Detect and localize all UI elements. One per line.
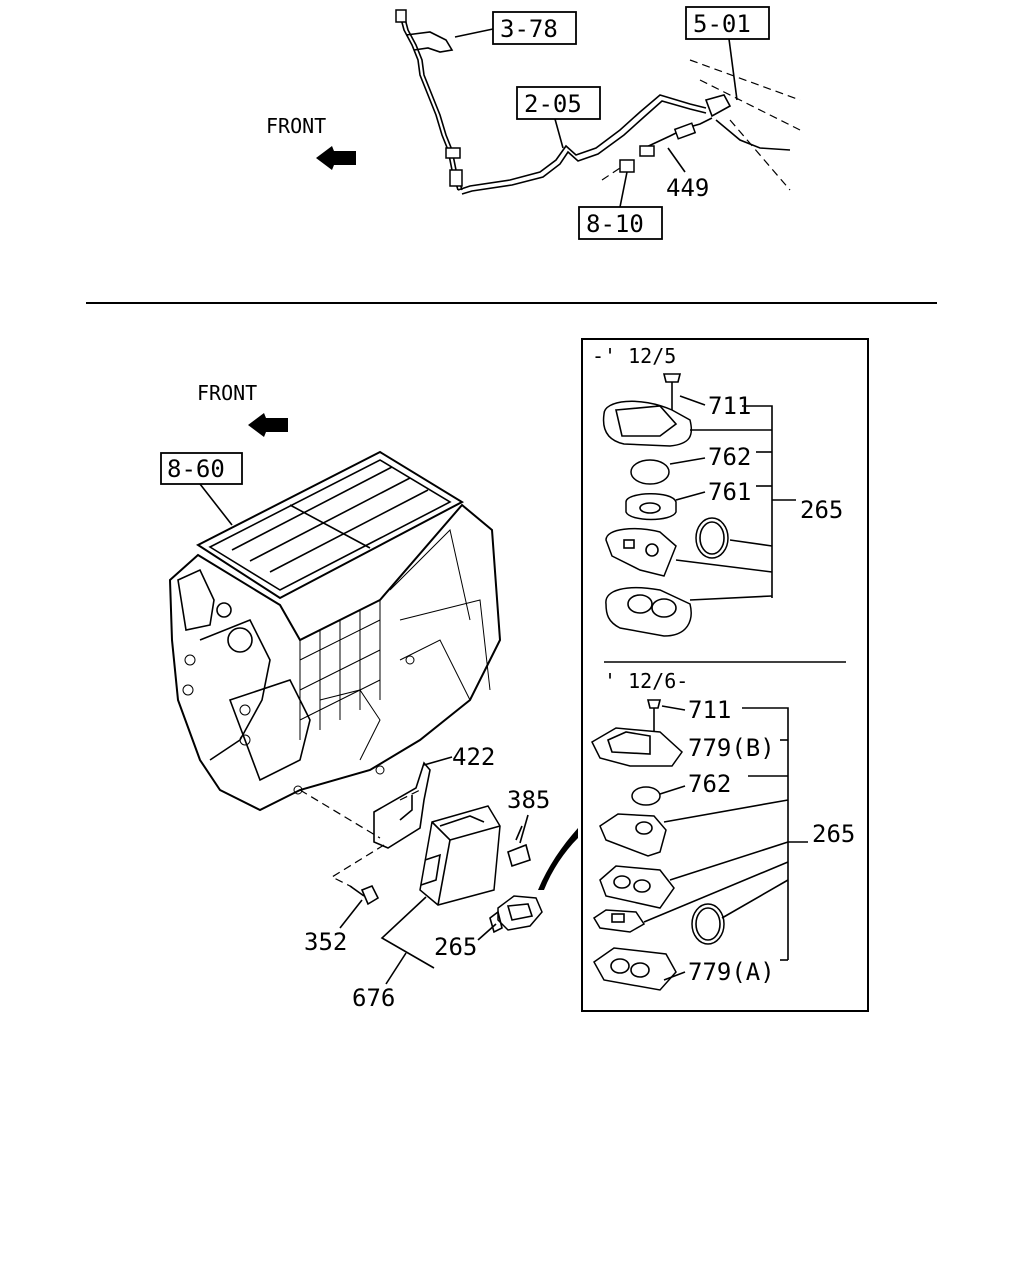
- inset-early: -' 12/5 711 762 761: [592, 344, 843, 637]
- top-section: FRONT 3-78 5-01 2-05 8-10 449: [266, 6, 801, 240]
- bracket-422-drawing: [373, 761, 431, 849]
- ref-box-5-01[interactable]: [685, 6, 770, 40]
- bottom-front-arrow-icon: [248, 413, 288, 437]
- bottom-front-label: FRONT: [197, 381, 257, 405]
- late-711-label[interactable]: 711: [688, 696, 731, 724]
- ref-8-10-label: 8-10: [586, 210, 644, 238]
- part-676-label[interactable]: 676: [352, 984, 395, 1012]
- ref-box-3-78[interactable]: [492, 11, 577, 45]
- early-265-label[interactable]: 265: [800, 496, 843, 524]
- late-title: ' 12/6-: [604, 669, 688, 693]
- ref-box-8-60[interactable]: [160, 452, 243, 485]
- ref-5-01-label: 5-01: [693, 10, 751, 38]
- inset-panel: -' 12/5 711 762 761: [581, 338, 869, 1012]
- screw-385-drawing: [507, 825, 531, 868]
- bottom-section: FRONT 8-60: [160, 381, 578, 1012]
- part-352-label[interactable]: 352: [304, 928, 347, 956]
- part-265-label[interactable]: 265: [434, 933, 477, 961]
- ref-3-78-label: 3-78: [500, 15, 558, 43]
- inset-late: ' 12/6- 711 779(B) 762: [591, 669, 855, 991]
- inset-pointer: [538, 828, 578, 890]
- part-449-label[interactable]: 449: [666, 174, 709, 202]
- early-762-label[interactable]: 762: [708, 443, 751, 471]
- early-761-label[interactable]: 761: [708, 478, 751, 506]
- ref-2-05-label: 2-05: [524, 90, 582, 118]
- top-front-label: FRONT: [266, 114, 326, 138]
- late-762-label[interactable]: 762: [688, 770, 731, 798]
- antenna-cable-drawing: [395, 9, 801, 195]
- early-title: -' 12/5: [592, 344, 676, 368]
- hvac-unit-drawing: [168, 450, 502, 812]
- part-385-label[interactable]: 385: [507, 786, 550, 814]
- part-422-label[interactable]: 422: [452, 743, 495, 771]
- inset-frame: [581, 338, 869, 1012]
- remote-key-drawing: [489, 895, 543, 934]
- control-module-drawing: [419, 805, 501, 906]
- top-front-arrow-icon: [316, 146, 356, 170]
- ref-8-60-label: 8-60: [167, 455, 225, 483]
- late-779b-label[interactable]: 779(B): [688, 734, 775, 762]
- late-265-label[interactable]: 265: [812, 820, 855, 848]
- screw-352-drawing: [349, 884, 380, 906]
- late-779a-label[interactable]: 779(A): [688, 958, 775, 986]
- ref-box-2-05[interactable]: [516, 86, 601, 120]
- ref-box-8-10[interactable]: [578, 206, 663, 240]
